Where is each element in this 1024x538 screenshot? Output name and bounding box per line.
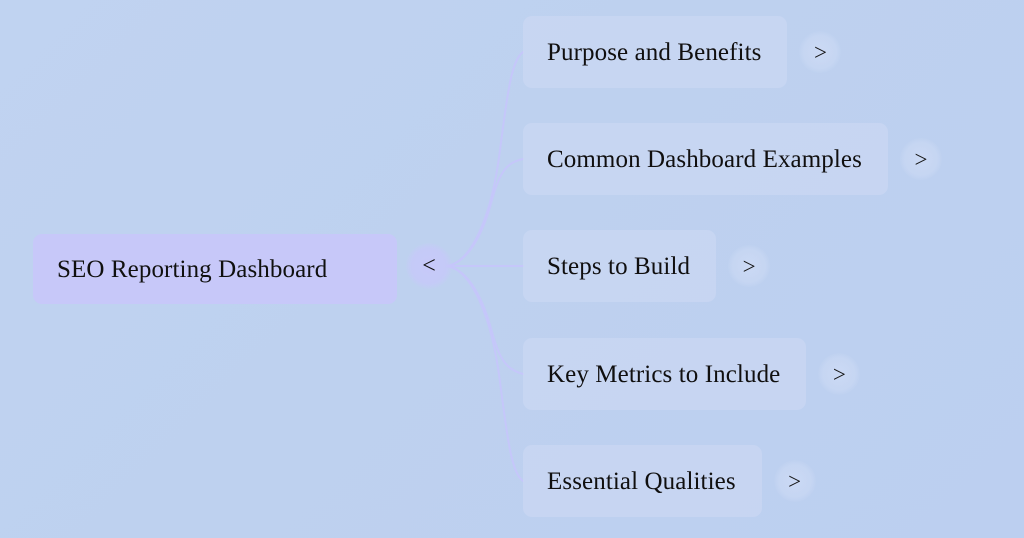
branch-node-label: Steps to Build bbox=[547, 252, 691, 280]
collapse-left-chevron-icon: < bbox=[422, 253, 436, 279]
branch-node-label: Essential Qualities bbox=[547, 467, 736, 495]
expand-right-chevron-icon: > bbox=[914, 146, 928, 172]
branch-node-label: Common Dashboard Examples bbox=[547, 145, 862, 173]
expand-right-chevron-icon: > bbox=[742, 253, 756, 279]
branch-node-key-metrics-to-include[interactable]: Key Metrics to Include > bbox=[523, 338, 861, 410]
root-collapse-toggle[interactable]: < bbox=[406, 243, 452, 289]
branch-node-box[interactable]: Steps to Build bbox=[523, 230, 717, 302]
branch-expand-toggle[interactable]: > bbox=[899, 138, 942, 180]
branch-expand-toggle[interactable]: > bbox=[799, 31, 842, 73]
expand-right-chevron-icon: > bbox=[788, 468, 802, 494]
branch-node-common-dashboard-examples[interactable]: Common Dashboard Examples > bbox=[523, 123, 942, 195]
branch-node-label: Key Metrics to Include bbox=[547, 360, 781, 388]
branch-expand-toggle[interactable]: > bbox=[773, 460, 816, 502]
branch-node-box[interactable]: Essential Qualities bbox=[523, 445, 762, 517]
branch-node-essential-qualities[interactable]: Essential Qualities > bbox=[523, 445, 816, 517]
branch-node-box[interactable]: Common Dashboard Examples bbox=[523, 123, 888, 195]
branch-node-purpose-and-benefits[interactable]: Purpose and Benefits > bbox=[523, 16, 842, 88]
branch-node-box[interactable]: Purpose and Benefits bbox=[523, 16, 788, 88]
connector-to-branch-0 bbox=[446, 51, 524, 267]
branch-node-steps-to-build[interactable]: Steps to Build > bbox=[523, 230, 771, 302]
branch-expand-toggle[interactable]: > bbox=[818, 353, 861, 395]
root-node-label: SEO Reporting Dashboard bbox=[57, 255, 328, 283]
expand-right-chevron-icon: > bbox=[832, 361, 846, 387]
expand-right-chevron-icon: > bbox=[813, 39, 827, 65]
branch-node-label: Purpose and Benefits bbox=[547, 38, 762, 66]
root-node[interactable]: SEO Reporting Dashboard bbox=[33, 234, 397, 304]
connector-to-branch-4 bbox=[446, 265, 524, 482]
connector-to-branch-3 bbox=[446, 265, 524, 375]
connector-to-branch-1 bbox=[446, 158, 524, 267]
branch-node-box[interactable]: Key Metrics to Include bbox=[523, 338, 807, 410]
branch-expand-toggle[interactable]: > bbox=[728, 245, 771, 287]
